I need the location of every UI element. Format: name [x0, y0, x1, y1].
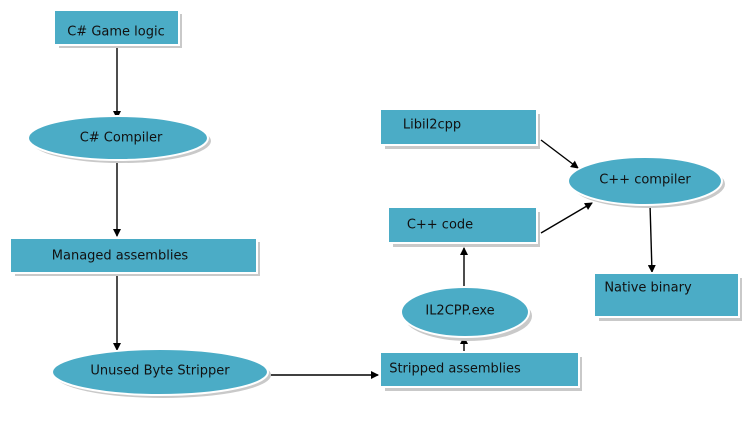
edge-cpp-code-to-cpp-compiler [540, 202, 593, 234]
node-cpp-code-label: C++ code [407, 218, 473, 233]
node-libil2cpp: Libil2cpp [379, 108, 540, 149]
node-cpp-compiler-label: C++ compiler [599, 173, 691, 188]
node-stripped-assemblies-label: Stripped assemblies [389, 362, 521, 377]
edge-libil2cpp-to-cpp-compiler [540, 139, 579, 169]
node-native-binary: Native binary [593, 272, 742, 321]
node-il2cpp-exe-label: IL2CPP.exe [425, 304, 494, 319]
node-stripped-assemblies: Stripped assemblies [379, 351, 582, 391]
node-csharp-game-logic: C# Game logic [53, 9, 182, 48]
node-managed-assemblies: Managed assemblies [9, 237, 260, 276]
node-cpp-code: C++ code [387, 206, 540, 247]
node-libil2cpp-label: Libil2cpp [403, 118, 461, 133]
node-unused-byte-stripper: Unused Byte Stripper [51, 348, 271, 398]
node-csharp-compiler-label: C# Compiler [80, 131, 163, 146]
node-csharp-compiler: C# Compiler [27, 115, 211, 163]
node-cpp-compiler: C++ compiler [567, 156, 725, 208]
node-csharp-game-logic-label: C# Game logic [67, 25, 165, 40]
node-il2cpp-exe: IL2CPP.exe [400, 286, 532, 341]
node-managed-assemblies-label: Managed assemblies [52, 249, 189, 264]
node-unused-byte-stripper-label: Unused Byte Stripper [90, 364, 230, 379]
node-native-binary-label: Native binary [604, 281, 692, 296]
edge-cpp-compiler-to-native [647, 203, 656, 273]
edges [113, 45, 656, 379]
